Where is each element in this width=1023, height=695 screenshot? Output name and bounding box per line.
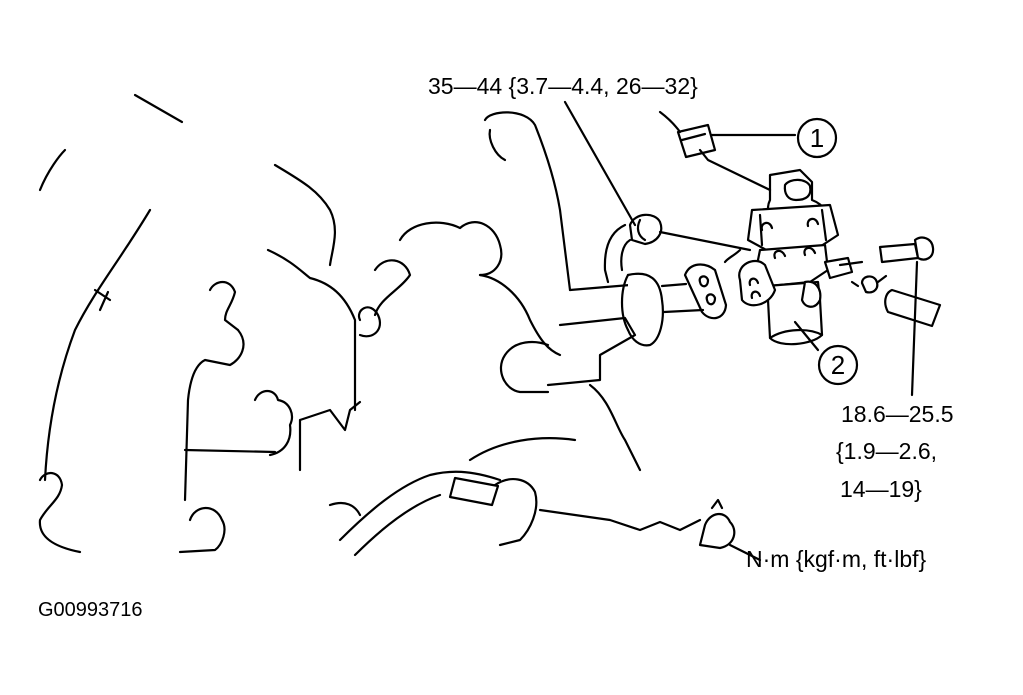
- units-legend: N·m {kgf·m, ft·lbf}: [746, 546, 927, 572]
- callout-1-number: 1: [810, 123, 824, 153]
- elbow-fitting: [603, 213, 663, 284]
- bolt-parts: [838, 236, 942, 328]
- torque-spec-intake: 35—44 {3.7—4.4, 26—32}: [428, 73, 698, 99]
- lower-harness: [338, 437, 762, 562]
- intake-pipe: [373, 111, 664, 472]
- engine-block-outline: [38, 93, 381, 554]
- callout-2-number: 2: [831, 350, 845, 380]
- torque-spec-bolt-line1: 18.6—25.5: [841, 401, 954, 427]
- gasket: [660, 263, 728, 320]
- torque-spec-bolt-line2: {1.9—2.6,: [836, 438, 938, 464]
- figure-id: G00993716: [38, 599, 143, 621]
- callout-1: 1: [796, 117, 838, 159]
- valve-assembly: [723, 168, 854, 346]
- torque-spec-bolt-line3: 14—19}: [840, 476, 922, 502]
- callout-2: 2: [817, 344, 859, 386]
- connector: [658, 110, 772, 192]
- leader-lines: [563, 100, 919, 397]
